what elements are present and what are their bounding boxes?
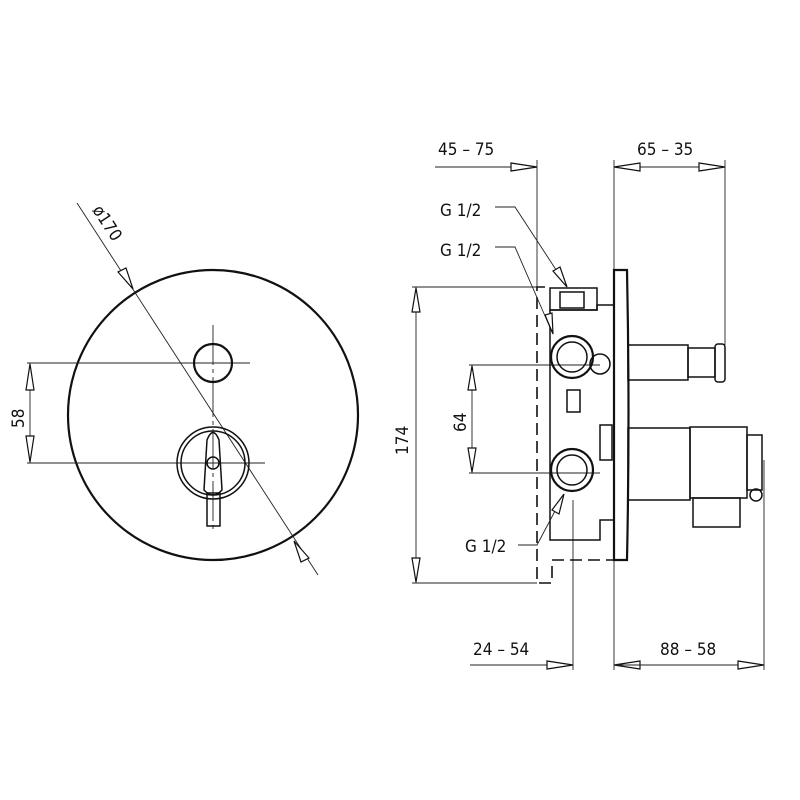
diverter-shaft: [627, 344, 689, 381]
top-dim-arrow-right: [698, 162, 726, 172]
diameter-arrow-top: [117, 267, 134, 290]
leader-arrow: [551, 493, 565, 515]
front-view: ø170 58: [9, 202, 360, 576]
bottom-right-dim: 88 – 58: [660, 640, 716, 660]
leader-line: [518, 495, 564, 546]
top-left-dim: 45 – 75: [438, 140, 494, 160]
diverter-knob: [192, 342, 234, 384]
leader-arrow: [552, 266, 568, 288]
dim-64-arrow-bottom: [467, 447, 477, 473]
thread-label-bottom: G 1/2: [465, 537, 506, 557]
thread-label-top: G 1/2: [440, 201, 481, 221]
lever-side: [692, 497, 741, 528]
handle-cap: [746, 434, 763, 491]
diameter-arrow-bottom: [293, 540, 310, 563]
handle-ring-outer: [176, 426, 250, 500]
dim-174-arrow-top: [411, 287, 421, 313]
upper-port-lug: [589, 353, 611, 375]
dim-64-arrow-top: [467, 365, 477, 391]
diameter-line: [76, 202, 319, 576]
cover-plate-side: [612, 268, 630, 562]
dim-58-arrow-bottom: [25, 435, 35, 463]
dim-174-arrow-bottom: [411, 557, 421, 583]
lower-port-inner: [556, 454, 588, 486]
dim-58-arrow-top: [25, 363, 35, 391]
spacing-label: 58: [9, 409, 29, 428]
spindle-stub: [566, 389, 581, 413]
lever-stem: [206, 492, 221, 527]
height-dim: 174: [393, 426, 413, 455]
bottom-dim-arrow-right: [737, 660, 765, 670]
diverter-knob-side: [714, 343, 726, 383]
leader-line: [495, 206, 567, 286]
cover-plate-outline: [66, 268, 360, 562]
upper-port-inner: [556, 341, 588, 373]
leader-arrow: [544, 312, 554, 335]
top-right-dim: 65 – 35: [637, 140, 693, 160]
thread-label-middle: G 1/2: [440, 241, 481, 261]
port-spacing-dim: 64: [451, 413, 471, 432]
lever-pivot: [206, 456, 220, 470]
bottom-left-dim: 24 – 54: [473, 640, 529, 660]
bottom-dim-arrow-left: [546, 660, 574, 670]
install-depth-outline: [536, 286, 614, 584]
handle-body: [689, 426, 748, 499]
diameter-label: ø170: [88, 202, 126, 245]
top-dim-arrow-left: [510, 162, 538, 172]
valve-top-outlet-inner: [559, 291, 585, 309]
side-view: 45 – 75 65 – 35 174 64: [393, 140, 765, 670]
cartridge-clip: [599, 424, 613, 461]
handle-sleeve: [627, 427, 691, 501]
top-dim-arrow-mid: [613, 162, 641, 172]
leader-line: [495, 246, 553, 333]
diverter-neck: [687, 347, 716, 378]
handle-screw: [749, 488, 763, 502]
lower-port-outer: [549, 447, 595, 493]
